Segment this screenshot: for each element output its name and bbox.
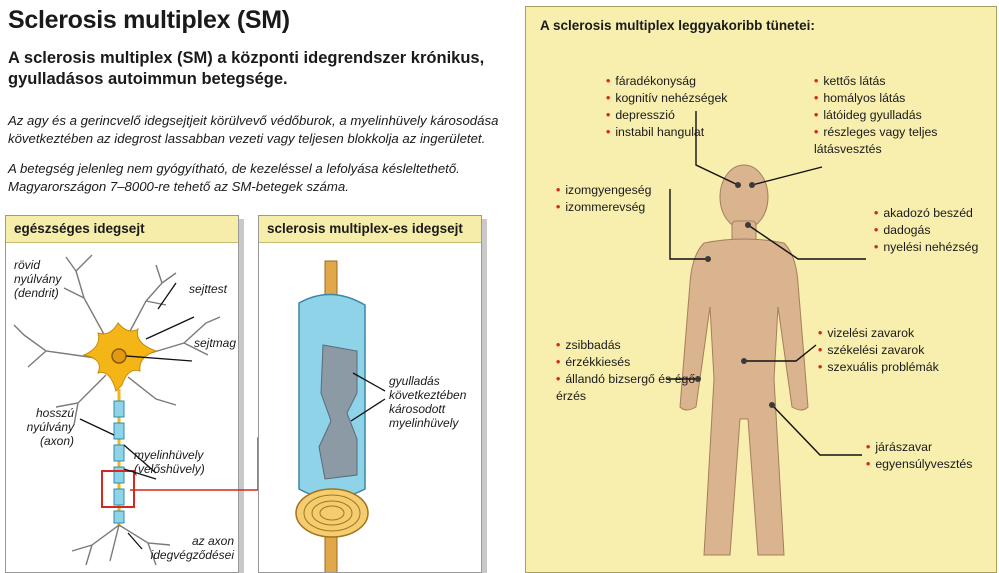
healthy-neuron-illustration (13, 254, 221, 566)
symptom-item: homályos látás (814, 90, 984, 107)
symptom-group-muscle: izomgyengeségizommerevség (556, 182, 651, 216)
symptom-group-gait: járászavaregyensúlyvesztés (866, 439, 972, 473)
prognosis-paragraph: A betegség jelenleg nem gyógyítható, de … (8, 161, 460, 194)
ms-neuron-panel: sclerosis multiplex-es idegsejt gyulladá… (258, 215, 482, 573)
body-markers (695, 182, 775, 408)
nucleus-label: sejtmag (194, 336, 237, 350)
symptom-item: izommerevség (556, 199, 651, 216)
dendrites (13, 254, 221, 426)
pointer-lines (350, 372, 386, 422)
symptom-item: izomgyengeség (556, 182, 651, 199)
pointer-lines (79, 282, 195, 550)
damaged-myelin-label: gyulladás következtében károsodott myeli… (389, 374, 467, 430)
axon-terminals-label: az axon idegvégződései (150, 534, 234, 562)
sheath-cross-section (295, 488, 369, 538)
axon-terminals (71, 524, 171, 566)
symptom-item: vizelési zavarok (818, 325, 939, 342)
symptom-item: részleges vagy teljes látásvesztés (814, 124, 984, 158)
myelin-segment (113, 466, 125, 484)
symptom-item: depresszió (606, 107, 727, 124)
highlight-box (101, 470, 135, 508)
symptom-group-sensory: zsibbadásérzékkiesésállandó bizsergő és … (556, 337, 696, 405)
healthy-neuron-panel: egészséges idegsejt (5, 215, 239, 573)
symptoms-title: A sclerosis multiplex leggyakoribb tünet… (540, 18, 815, 33)
myelin-segment (113, 510, 125, 524)
symptom-item: kettős látás (814, 73, 984, 90)
symptom-item: állandó bizsergő és égő érzés (556, 371, 696, 405)
sheath-rings (303, 494, 361, 532)
axon-label: hosszú nyúlvány (axon) (26, 406, 74, 448)
symptom-group-speech: akadozó beszéddadogásnyelési nehézség (874, 205, 978, 256)
symptom-group-vision: kettős látáshomályos látáslátóideg gyull… (814, 73, 984, 158)
symptom-item: érzékkiesés (556, 354, 696, 371)
symptom-item: egyensúlyvesztés (866, 456, 972, 473)
symptoms-panel: A sclerosis multiplex leggyakoribb tünet… (525, 6, 997, 573)
symptom-item: nyelési nehézség (874, 239, 978, 256)
symptom-group-bladder: vizelési zavarokszékelési zavarokszexuál… (818, 325, 939, 376)
ms-neuron-title: sclerosis multiplex-es idegsejt (259, 216, 481, 243)
symptom-item: instabil hangulat (606, 124, 727, 141)
healthy-neuron-title: egészséges idegsejt (6, 216, 238, 243)
symptom-item: székelési zavarok (818, 342, 939, 359)
cell-body-label: sejttest (189, 282, 228, 296)
damaged-myelin-illustration (295, 260, 386, 572)
myelin-segment (113, 400, 125, 418)
myelin-segment (113, 444, 125, 462)
symptom-item: akadozó beszéd (874, 205, 978, 222)
intro-paragraph: Az agy és a gerincvelő idegsejtjeit körü… (8, 113, 499, 146)
damaged-area (318, 344, 358, 480)
neuron-nucleus (111, 348, 127, 364)
myelin-segment (113, 488, 125, 506)
symptom-item: fáradékonyság (606, 73, 727, 90)
myelin-segment (113, 422, 125, 440)
page-subtitle: A sclerosis multiplex (SM) a központi id… (8, 49, 485, 88)
symptom-item: kognitív nehézségek (606, 90, 727, 107)
page-title: Sclerosis multiplex (SM) (8, 6, 290, 34)
symptom-item: dadogás (874, 222, 978, 239)
dendrite-label: rövid nyúlvány (dendrit) (14, 258, 62, 300)
symptom-item: zsibbadás (556, 337, 696, 354)
symptom-item: járászavar (866, 439, 972, 456)
symptom-group-mental: fáradékonyságkognitív nehézségekdepressz… (606, 73, 727, 141)
symptom-item: látóideg gyulladás (814, 107, 984, 124)
myelin-label: myelinhüvely (velőshüvely) (134, 448, 205, 476)
symptom-item: szexuális problémák (818, 359, 938, 376)
